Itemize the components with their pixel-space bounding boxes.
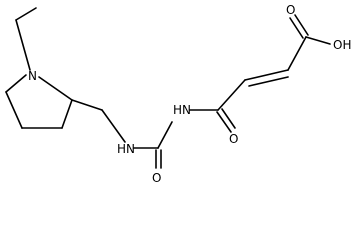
bond-cb-cooh [287,36,307,71]
bond-ca-cb [244,69,289,81]
bond-c-ca [217,79,246,111]
bond-cooh-o-a [289,17,304,39]
bond-c-o-a [216,111,232,133]
amide-carbonyl [189,108,236,133]
urea-group [133,121,173,169]
carboxylic-acid [289,14,331,45]
bond-c-o-b [221,108,236,129]
methylene-linker [71,99,126,143]
bond-n-c2 [38,76,73,101]
bond-c2-c3 [61,99,73,129]
bond-carbonyl-nh [157,121,173,149]
bond-c5-n [5,74,27,93]
amide-nh-left-label: HN [117,142,135,156]
bond-ch3-ch2 [15,7,37,21]
ketone-oxygen-label: O [229,132,238,146]
acid-carbonyl-oxygen-label: O [286,3,295,17]
bond-ch2-n [15,19,31,71]
bond-ca-cb-double [248,76,289,87]
urea-oxygen-label: O [152,171,161,185]
bond-cooh-oh [305,36,331,45]
bond-c2-ch2 [71,99,103,111]
bond-c4-c5 [5,91,23,129]
acid-hydroxyl-label: OH [333,38,351,52]
alkene-chain [217,36,307,111]
ethyl-group [15,7,37,71]
bond-cooh-o-b [294,14,309,36]
pyrrolidine-ring [5,74,73,129]
bond-ch2-nh [101,109,126,143]
ring-nitrogen-label: N [28,69,37,83]
amide-nh-right-label: HN [173,103,191,117]
molecule-structure: N HN HN O O O OH [5,3,351,185]
